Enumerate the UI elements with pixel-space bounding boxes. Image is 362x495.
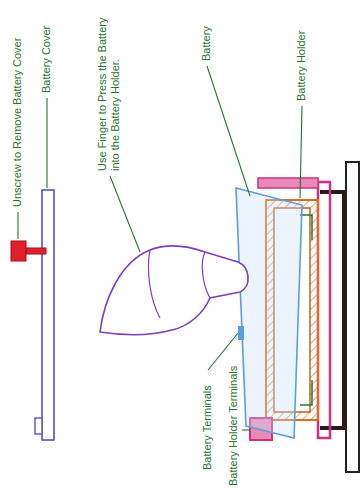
battery-cover: [42, 190, 54, 440]
battery-body: [236, 188, 302, 438]
battery-terminal: [238, 326, 244, 340]
leader-line: [208, 333, 238, 370]
leader-line: [207, 66, 250, 196]
holder-clip: [258, 178, 318, 188]
screw-shank: [26, 248, 46, 254]
leader-line: [46, 98, 47, 188]
base-plate: [346, 162, 359, 472]
leader-lines: [18, 66, 302, 430]
screw-head: [11, 241, 26, 261]
part-label: Battery Terminals: [201, 385, 214, 470]
leader-line: [110, 176, 140, 252]
finger-joint: [148, 250, 210, 318]
part-label: Battery Holder: [295, 31, 308, 101]
leader-line: [242, 429, 250, 430]
finger-outline: [100, 246, 248, 335]
callout-label: Unscrew to Remove Battery Cover: [11, 38, 24, 207]
part-label: Battery Cover: [40, 26, 53, 93]
cover-lip: [35, 418, 42, 434]
spring-contact: [300, 215, 312, 405]
leader-line: [300, 106, 302, 198]
instruction-note: Use Finger to Press the Battery into the…: [96, 3, 122, 171]
leader-line: [17, 212, 18, 239]
housing-frame: [320, 192, 344, 428]
part-label: Battery Holder Terminals: [227, 366, 240, 486]
part-label: Battery: [200, 26, 213, 61]
mount-plate: [318, 182, 330, 438]
